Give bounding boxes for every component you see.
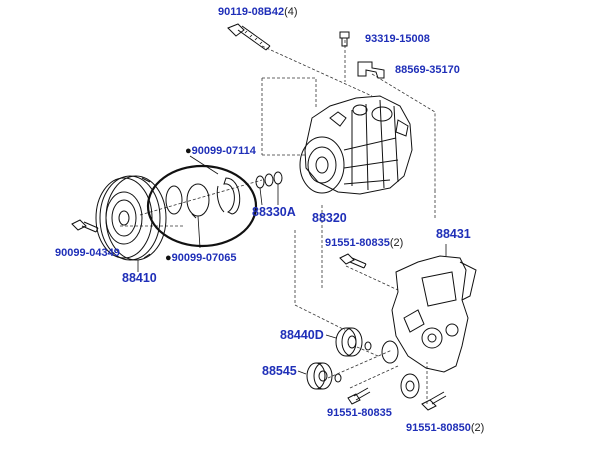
callout-screw-top[interactable]: 93319-15008: [365, 33, 430, 45]
compressor-icon[interactable]: [299, 95, 413, 195]
part-quantity: (4): [284, 6, 297, 18]
part-number: 88440D: [280, 328, 324, 342]
callout-clutch-pulley[interactable]: 88410: [122, 271, 157, 285]
callout-shim-set[interactable]: 88330A: [252, 205, 296, 219]
callout-snap-ring-bottom[interactable]: ●90099-07065: [165, 252, 237, 264]
svg-text:●90099-07114: ●90099-07114: [185, 145, 257, 157]
shim-set-icon[interactable]: [255, 171, 283, 206]
callout-bolt-top[interactable]: 90119-08B42(4): [218, 6, 298, 18]
svg-text:88431: 88431: [436, 227, 471, 241]
callout-bolt-lower-mid[interactable]: 91551-80835: [327, 407, 392, 419]
idler-pulley-icon[interactable]: [325, 327, 372, 357]
callout-idler-pulley[interactable]: 88440D: [280, 328, 324, 342]
bolt-lower-mid-icon[interactable]: [347, 387, 371, 405]
snap-ring-small-icon[interactable]: [186, 183, 210, 219]
screw-top-icon[interactable]: [339, 31, 350, 47]
part-number: 91551-80850: [406, 422, 471, 434]
part-number: 88320: [312, 211, 347, 225]
svg-text:91551-80850(2): 91551-80850(2): [406, 422, 484, 434]
svg-text:88330A: 88330A: [252, 205, 296, 219]
spacer-ring-icon[interactable]: [165, 185, 183, 215]
svg-text:●90099-07065: ●90099-07065: [165, 252, 237, 264]
part-number: 88545: [262, 364, 297, 378]
assembly-guide-lines: [120, 40, 436, 404]
svg-text:88545: 88545: [262, 364, 297, 378]
tension-pulley-icon[interactable]: [297, 362, 342, 390]
callout-compressor[interactable]: 88320: [312, 211, 347, 225]
bullet-marker-icon: ●: [165, 252, 172, 264]
svg-text:88569-35170: 88569-35170: [395, 64, 460, 76]
bracket-pulley-icon: [381, 340, 420, 399]
part-number: 93319-15008: [365, 33, 430, 45]
clutch-pulley-icon[interactable]: [95, 175, 167, 272]
callout-bracket[interactable]: 88431: [436, 227, 471, 241]
bolt-top-icon[interactable]: [227, 23, 271, 51]
part-number: 88410: [122, 271, 157, 285]
callout-tension-pulley[interactable]: 88545: [262, 364, 297, 378]
callout-bolt-bracket[interactable]: 91551-80835(2): [325, 237, 403, 249]
screw-left-icon[interactable]: [71, 219, 99, 233]
part-number: 91551-80835: [327, 407, 392, 419]
bolt-lower-right-icon[interactable]: [421, 391, 447, 411]
svg-text:93319-15008: 93319-15008: [365, 33, 430, 45]
callout-snap-ring-top[interactable]: ●90099-07114: [185, 145, 257, 157]
svg-text:88440D: 88440D: [280, 328, 324, 342]
bracket-icon[interactable]: [391, 244, 477, 373]
svg-text:91551-80835: 91551-80835: [327, 407, 392, 419]
callout-bracket-clip[interactable]: 88569-35170: [395, 64, 460, 76]
bullet-marker-icon: ●: [185, 145, 192, 157]
svg-text:88410: 88410: [122, 271, 157, 285]
bracket-clip-icon[interactable]: [357, 61, 385, 79]
snap-ring-group: [146, 155, 258, 249]
svg-text:90099-04349: 90099-04349: [55, 247, 120, 259]
part-number: 90099-07114: [192, 145, 257, 157]
part-number: 88330A: [252, 205, 296, 219]
callout-screw-left[interactable]: 90099-04349: [55, 247, 120, 259]
part-number: 90099-04349: [55, 247, 120, 259]
svg-text:90119-08B42(4): 90119-08B42(4): [218, 6, 298, 18]
snap-ring-large-icon[interactable]: [216, 177, 241, 215]
part-quantity: (2): [471, 422, 484, 434]
part-quantity: (2): [390, 237, 403, 249]
svg-text:91551-80835(2): 91551-80835(2): [325, 237, 403, 249]
part-number: 88569-35170: [395, 64, 460, 76]
part-number: 90119-08B42: [218, 6, 284, 18]
bolt-bracket-icon[interactable]: [339, 253, 367, 269]
part-number: 90099-07065: [172, 252, 237, 264]
callout-bolt-lower-right[interactable]: 91551-80850(2): [406, 422, 484, 434]
part-number: 88431: [436, 227, 471, 241]
part-number: 91551-80835: [325, 237, 390, 249]
svg-text:88320: 88320: [312, 211, 347, 225]
